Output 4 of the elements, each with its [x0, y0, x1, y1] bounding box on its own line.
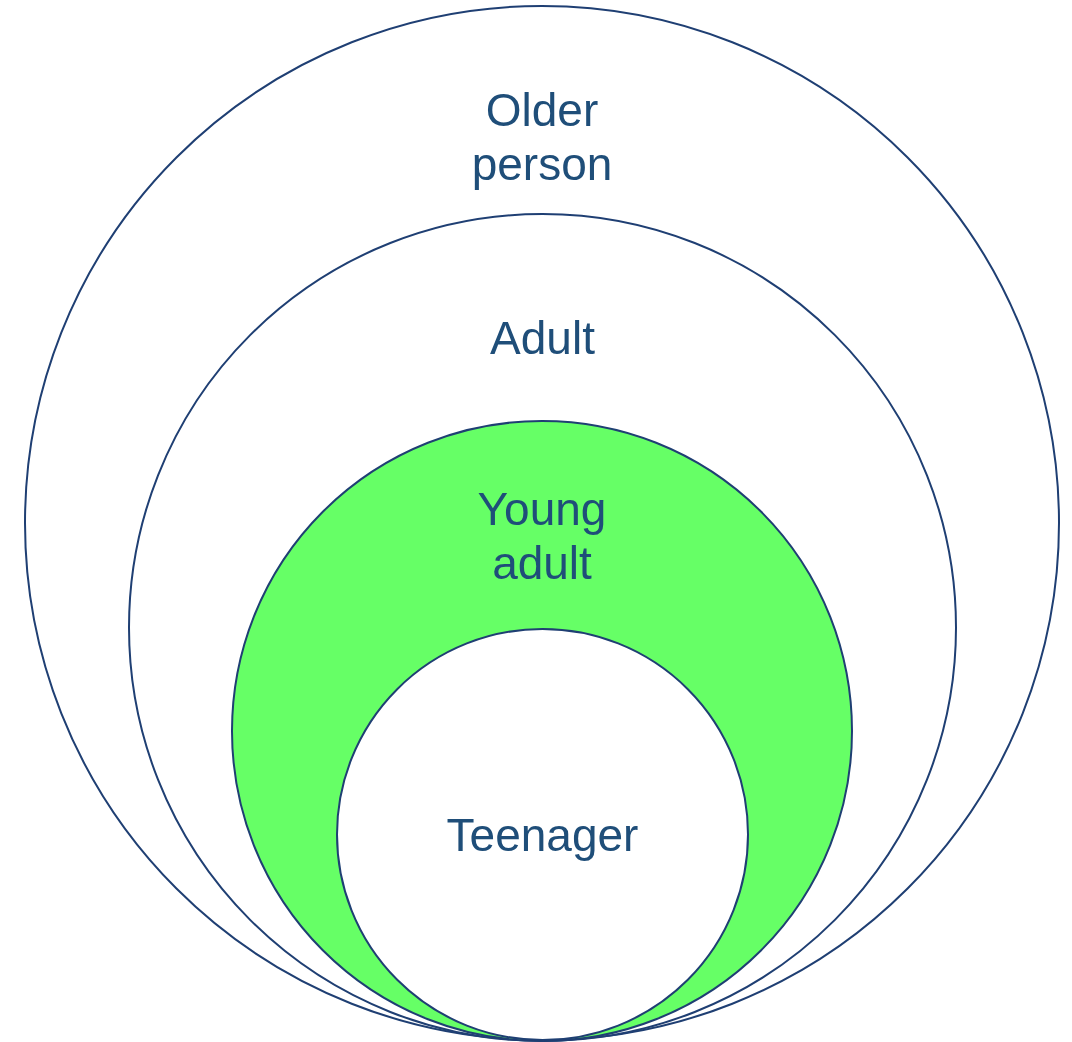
circle-label: Adult — [489, 311, 596, 365]
circle-label: Teenager — [445, 808, 640, 862]
circle-label: Older person — [470, 83, 614, 191]
circle-label: Young adult — [476, 482, 608, 590]
